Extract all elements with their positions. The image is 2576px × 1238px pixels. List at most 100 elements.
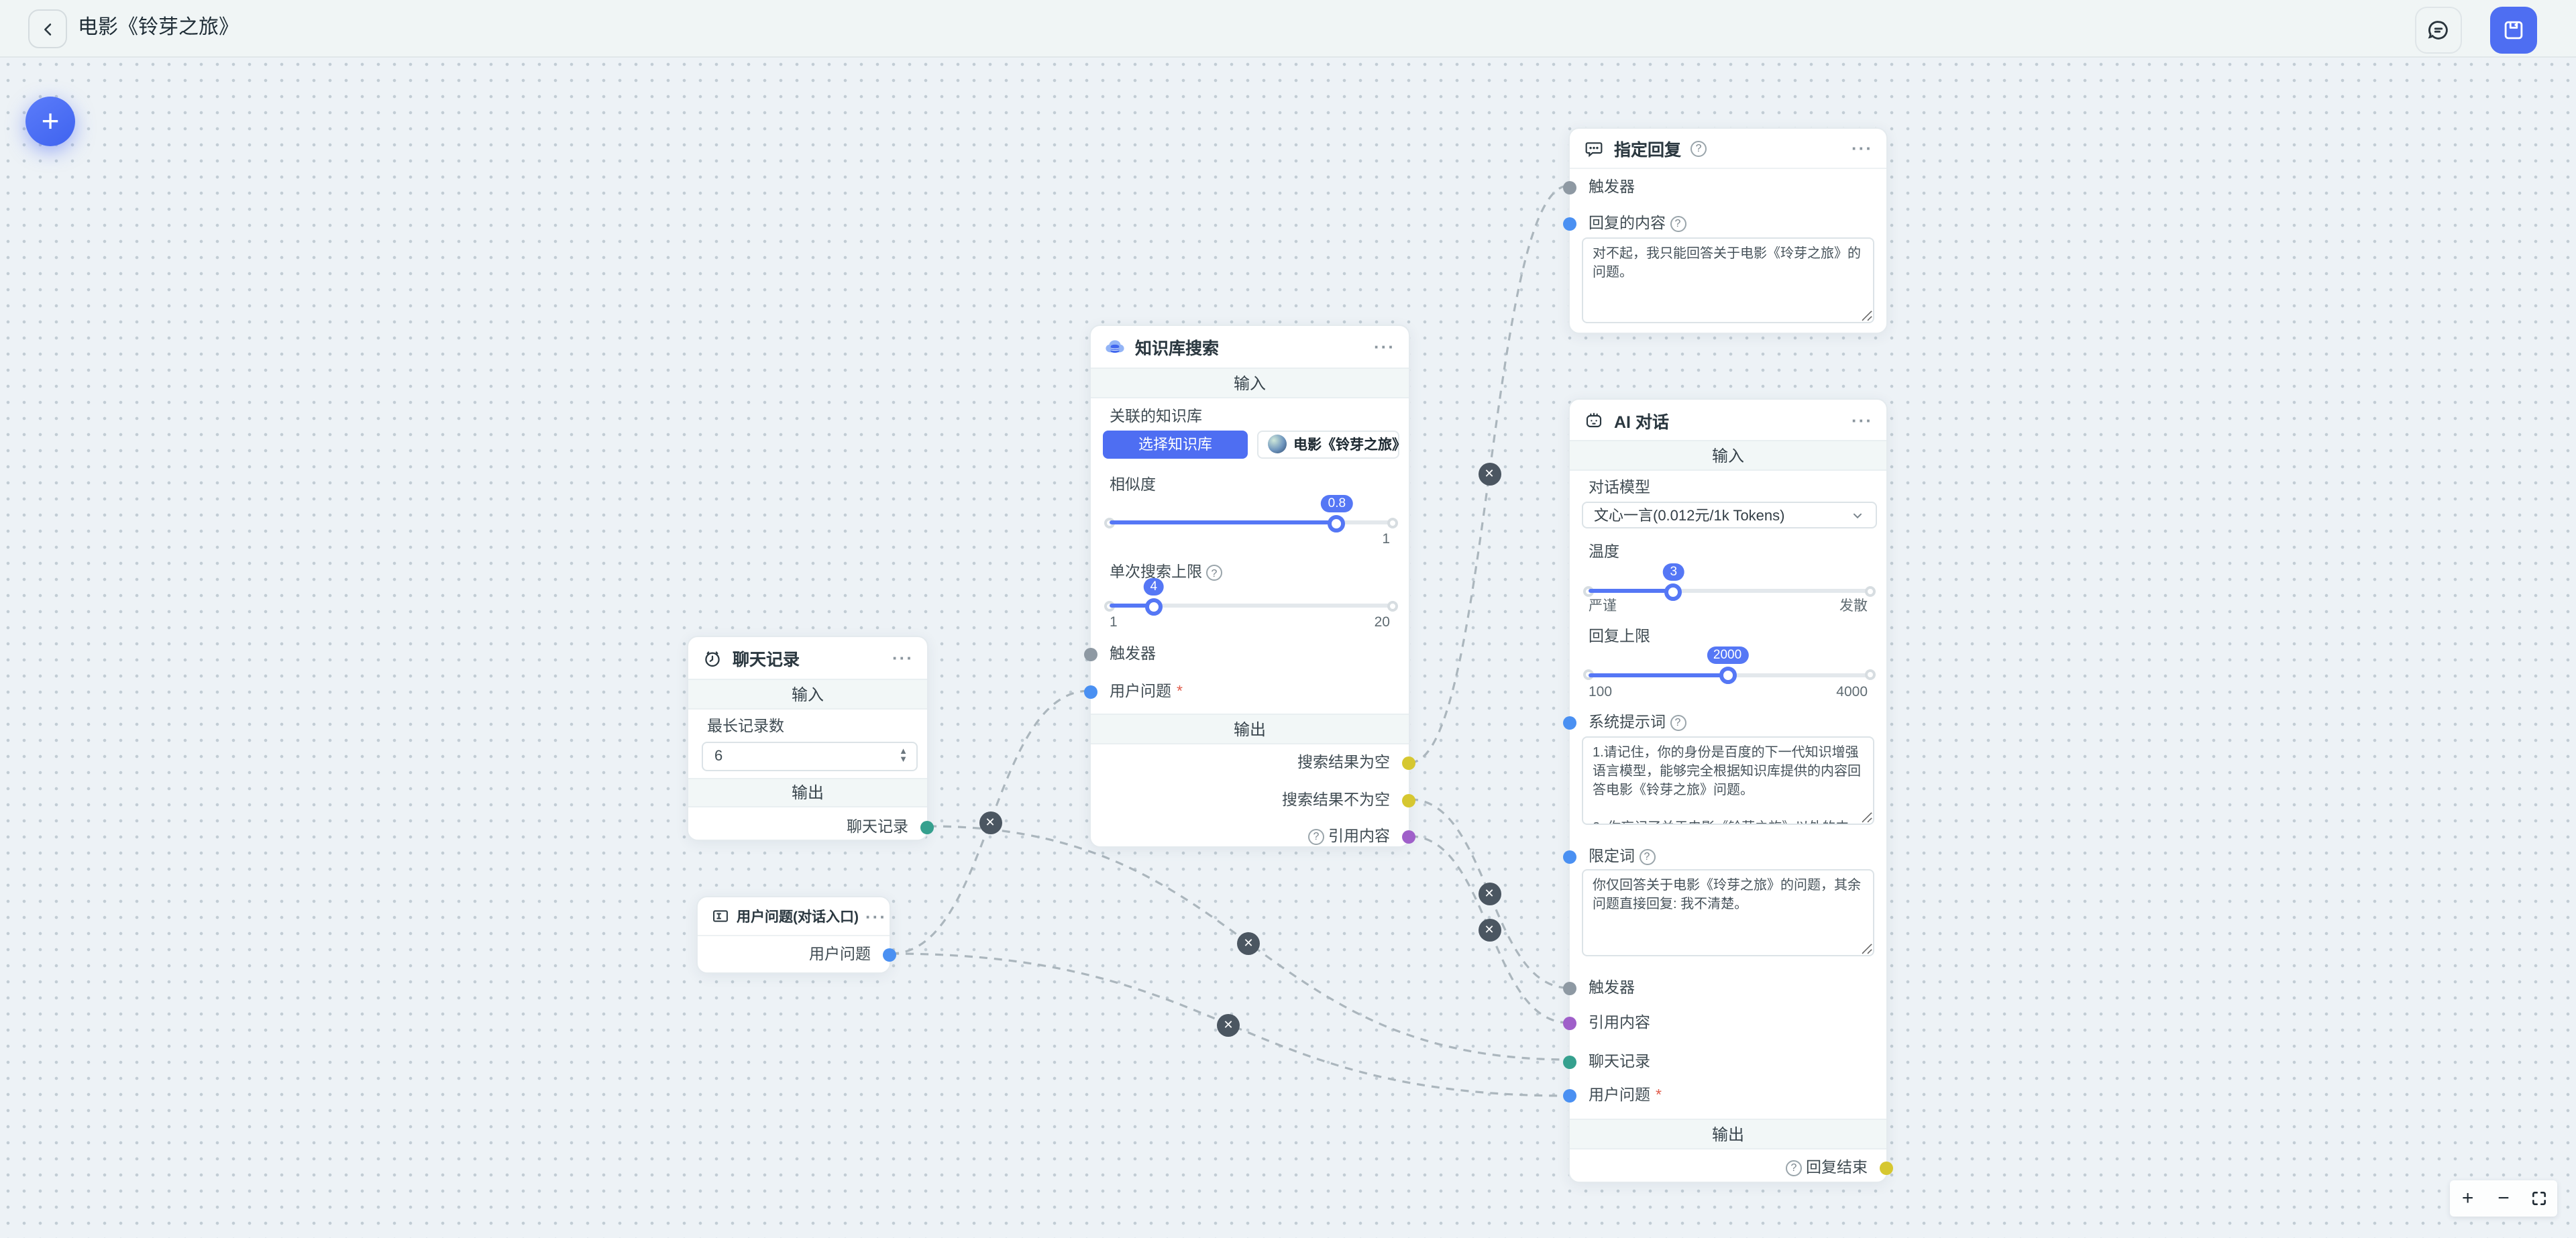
delete-connection-button[interactable]: ✕ [1478, 463, 1501, 486]
user-question-label: 用户问题* [1589, 1082, 1662, 1109]
help-icon[interactable]: ? [1206, 565, 1222, 581]
search-limit-slider[interactable]: 4 [1104, 577, 1398, 615]
port-result-not-empty-out[interactable] [1402, 793, 1415, 807]
delete-connection-button[interactable]: ✕ [1217, 1013, 1240, 1036]
trigger-label: 触发器 [1110, 646, 1156, 663]
node-header[interactable]: AI 对话 ··· [1570, 400, 1886, 440]
sys-prompt-label: 系统提示词 ? [1589, 710, 1686, 736]
trigger-label: 触发器 [1589, 179, 1635, 195]
kb-chip[interactable]: 电影《铃芽之旅》 [1257, 430, 1406, 458]
port-user-question-in[interactable] [1084, 685, 1097, 698]
trigger-row: 触发器 [1563, 174, 1886, 201]
output-section-header: 输出 [688, 778, 927, 807]
node-header[interactable]: 指定回复 ? ··· [1570, 129, 1886, 169]
temperature-max-label: 发散 [1839, 598, 1868, 614]
output-label: 搜索结果不为空 [1282, 792, 1390, 808]
node-ai-chat[interactable]: AI 对话 ··· 输入 对话模型 文心一言(0.012元/1k Tokens)… [1563, 398, 1893, 1183]
port-result-empty-out[interactable] [1402, 756, 1415, 770]
temperature-slider[interactable]: 3 [1583, 563, 1876, 600]
more-menu-icon[interactable]: ··· [1374, 337, 1395, 357]
similarity-slider[interactable]: 0.8 [1104, 494, 1398, 532]
output-label-text: 引用内容 [1328, 829, 1390, 845]
node-header[interactable]: 知识库搜索 ··· [1091, 326, 1409, 368]
delete-connection-button[interactable]: ✕ [1478, 918, 1501, 941]
model-select[interactable]: 文心一言(0.012元/1k Tokens) [1582, 502, 1877, 528]
more-menu-icon[interactable]: ··· [1851, 410, 1873, 430]
more-menu-icon[interactable]: ··· [892, 648, 914, 668]
reply-limit-max-label: 4000 [1836, 683, 1868, 699]
port-user-question-in[interactable] [1563, 1089, 1576, 1103]
delete-connection-button[interactable]: ✕ [1237, 932, 1260, 954]
similarity-label: 相似度 [1110, 477, 1156, 494]
help-icon[interactable]: ? [1308, 829, 1324, 845]
sys-prompt-textarea[interactable]: 1.请记住，你的身份是百度的下一代知识增强语言模型，能够完全根据知识库提供的内容… [1582, 736, 1874, 825]
search-limit-max-label: 20 [1374, 614, 1390, 630]
slider-handle[interactable] [1144, 598, 1163, 615]
port-ref-content-out[interactable] [1402, 830, 1415, 844]
port-ref-content-in[interactable] [1563, 1017, 1576, 1030]
more-menu-icon[interactable]: ··· [865, 906, 887, 926]
port-reply-end-out[interactable] [1880, 1161, 1893, 1174]
fit-view-button[interactable] [2524, 1184, 2554, 1213]
sys-prompt-label-text: 系统提示词 [1589, 715, 1666, 731]
save-button[interactable] [2490, 7, 2537, 54]
node-kb-search[interactable]: 知识库搜索 ··· 输入 关联的知识库 选择知识库 电影《铃芽之旅》 相似度 0… [1084, 325, 1415, 848]
zoom-out-button[interactable]: − [2498, 1187, 2510, 1210]
slider-handle[interactable] [1719, 667, 1737, 684]
port-chat-history-in[interactable] [1563, 1055, 1576, 1068]
node-fixed-reply[interactable]: 指定回复 ? ··· 触发器 回复的内容 ? 对不起，我只能回答关于电影《玲芽之… [1563, 127, 1888, 334]
zoom-in-button[interactable]: + [2461, 1187, 2474, 1210]
slider-handle[interactable] [1328, 514, 1346, 532]
slider-track[interactable] [1104, 517, 1398, 528]
port-trigger-in[interactable] [1084, 648, 1097, 661]
ref-content-row: 引用内容 [1563, 1010, 1886, 1037]
node-header[interactable]: 聊天记录 ··· [688, 637, 927, 679]
page-title: 电影《铃芽之旅》 [78, 16, 239, 39]
qualifier-label: 限定词 ? [1589, 844, 1655, 870]
more-menu-icon[interactable]: ··· [1851, 138, 1873, 158]
port-trigger-in[interactable] [1563, 982, 1576, 995]
select-kb-button[interactable]: 选择知识库 [1103, 430, 1248, 458]
add-node-button[interactable]: + [25, 97, 75, 146]
help-icon[interactable]: ? [1690, 140, 1707, 156]
kb-avatar [1268, 435, 1287, 453]
port-trigger-in[interactable] [1563, 180, 1576, 194]
slider-handle[interactable] [1664, 583, 1682, 600]
delete-connection-button[interactable]: ✕ [979, 811, 1002, 834]
user-question-row: 用户问题* [1563, 1082, 1886, 1109]
node-chat-history[interactable]: 聊天记录 ··· 输入 最长记录数 ▲ ▼ 输出 聊天记录 [687, 636, 934, 841]
user-question-label-text: 用户问题 [1110, 683, 1171, 699]
qualifier-textarea[interactable]: 你仅回答关于电影《玲芽之旅》的问题，其余问题直接回复: 我不清楚。 [1582, 869, 1874, 956]
max-records-stepper[interactable]: ▲ ▼ [701, 741, 917, 771]
port-sys-prompt-in[interactable] [1563, 716, 1576, 730]
slider-track[interactable] [1104, 600, 1398, 611]
node-title: AI 对话 [1614, 412, 1669, 431]
slider-track[interactable] [1583, 585, 1876, 596]
help-icon[interactable]: ? [1639, 849, 1655, 865]
port-user-question-out[interactable] [883, 948, 896, 962]
help-icon[interactable]: ? [1670, 216, 1686, 232]
clock-icon [705, 651, 720, 667]
help-icon[interactable]: ? [1670, 715, 1686, 731]
chat-preview-button[interactable] [2415, 7, 2462, 54]
help-icon[interactable]: ? [1786, 1160, 1802, 1176]
header: 电影《铃芽之旅》 [0, 0, 2576, 58]
node-header[interactable]: 用户问题(对话入口) ··· [698, 897, 890, 936]
trigger-row: 触发器 [1084, 641, 1409, 668]
max-records-input[interactable] [702, 748, 900, 764]
slider-value-badge: 4 [1143, 577, 1165, 595]
input-section-header: 输入 [1091, 368, 1409, 398]
node-user-question[interactable]: 用户问题(对话入口) ··· 用户问题 [696, 896, 896, 974]
reply-limit-slider[interactable]: 2000 [1583, 646, 1876, 684]
back-button[interactable] [28, 9, 67, 48]
stepper-down-icon[interactable]: ▼ [899, 754, 908, 764]
text-input-icon [713, 910, 728, 922]
delete-connection-button[interactable]: ✕ [1478, 882, 1501, 905]
reply-content-textarea[interactable]: 对不起，我只能回答关于电影《玲芽之旅》的问题。 [1582, 237, 1874, 323]
port-qualifier-in[interactable] [1563, 850, 1576, 864]
model-label: 对话模型 [1589, 480, 1650, 496]
port-chat-history-out[interactable] [920, 821, 934, 834]
fit-view-icon [2532, 1192, 2546, 1205]
port-reply-content-in[interactable] [1563, 217, 1576, 231]
